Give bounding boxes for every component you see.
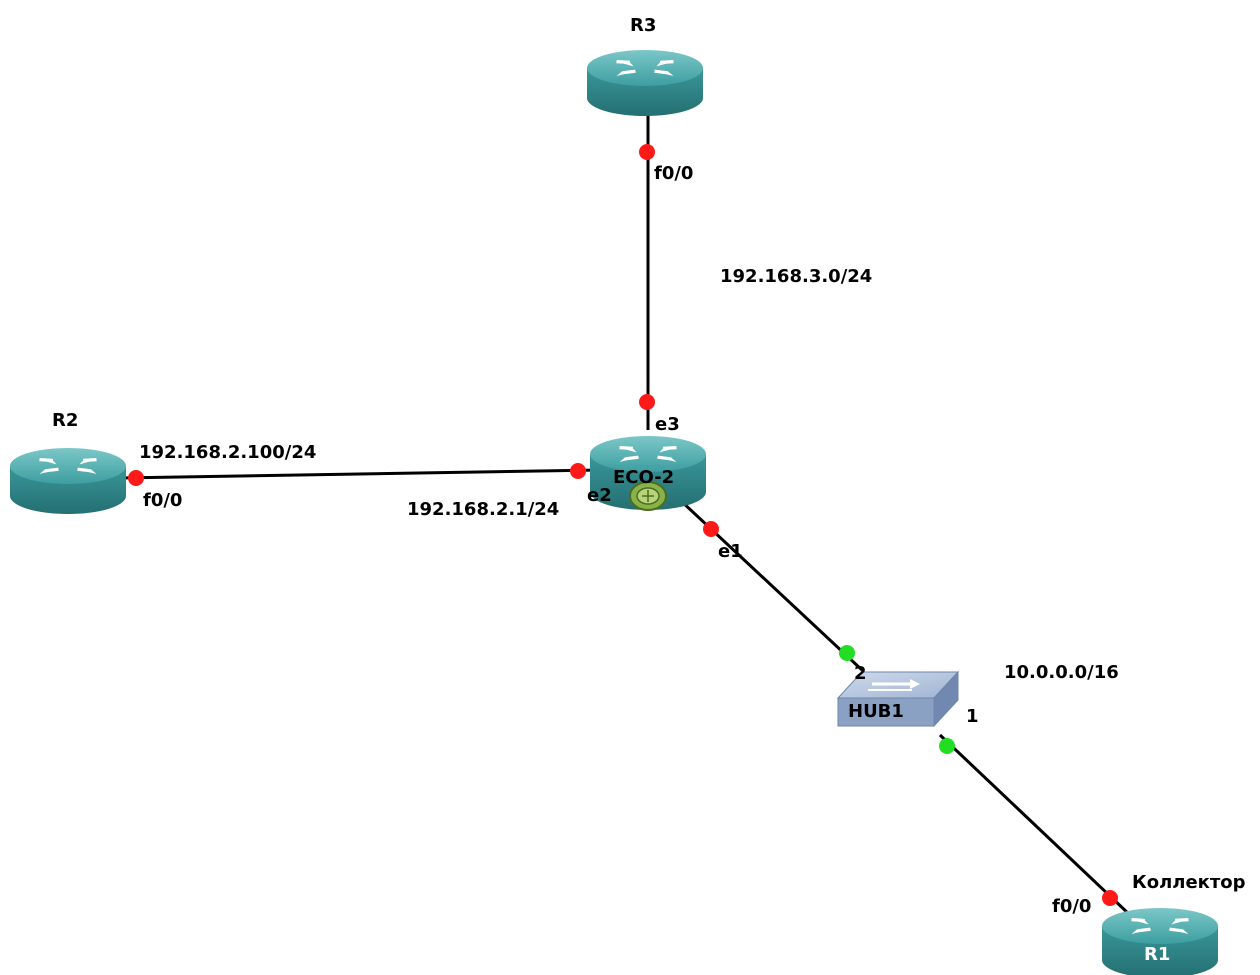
port-dot-r1-f00 [1102,890,1118,906]
network-label-hub: 10.0.0.0/16 [1004,662,1119,683]
router-icon [1102,908,1218,975]
link-hub1-r1[interactable] [938,733,1132,917]
ip-label-eco2: 192.168.2.1/24 [407,499,560,520]
port-dot-hub1-p1 [939,738,955,754]
router-r3[interactable] [587,50,703,116]
node-label-eco2: ECO-2 [613,467,675,488]
port-label-hub1-p1: 1 [966,706,979,727]
firewall-badge-icon [629,481,667,511]
node-caption-r1: Коллектор [1132,872,1246,893]
link-r2-eco2[interactable] [119,468,601,480]
node-label-r2: R2 [52,410,79,431]
node-label-hub1: HUB1 [848,701,904,722]
port-label-hub1-p2: 2 [854,663,867,684]
router-icon [590,436,706,510]
port-label-r3-f00: f0/0 [654,163,694,184]
router-eco2[interactable] [590,436,706,511]
port-label-r1-f00: f0/0 [1052,896,1092,917]
ip-label-r2: 192.168.2.100/24 [139,442,317,463]
port-label-eco2-e3: e3 [655,414,680,435]
port-dot-r2-f00 [128,470,144,486]
port-label-eco2-e1: e1 [718,541,743,562]
port-dot-r3-f00 [639,144,655,160]
port-dot-eco2-e3 [639,394,655,410]
links [119,110,1132,917]
port-dot-eco2-e1 [703,521,719,537]
port-dots [128,144,1118,906]
router-icon [587,50,703,116]
router-icon [10,448,126,514]
hub-hub1[interactable] [836,670,960,728]
port-dot-hub1-p2 [839,645,855,661]
router-r2[interactable] [10,448,126,514]
router-r1[interactable] [1102,908,1218,975]
node-label-r1: R1 [1144,944,1171,965]
network-label-r3: 192.168.3.0/24 [720,266,873,287]
port-label-r2-f00: f0/0 [143,490,183,511]
node-label-r3: R3 [630,15,657,36]
port-label-eco2-e2: e2 [587,485,612,506]
port-dot-eco2-e2 [570,463,586,479]
hub-icon [836,670,960,728]
